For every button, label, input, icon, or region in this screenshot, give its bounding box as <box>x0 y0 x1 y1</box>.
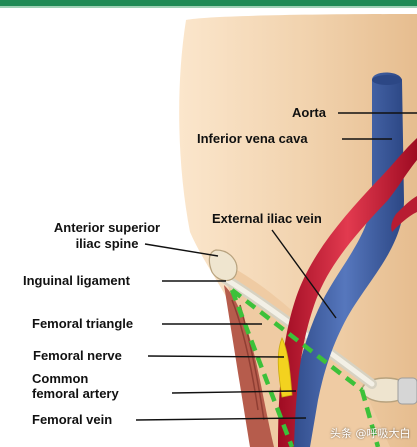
label-femoral-nerve: Femoral nerve <box>33 348 122 363</box>
top-bar-shadow <box>0 6 417 8</box>
label-asis-line2: iliac spine <box>75 236 139 251</box>
label-cfa-line1: Common <box>32 371 89 386</box>
femoral-nerve-shape <box>277 337 293 398</box>
vein-shape <box>286 72 404 447</box>
leader-external-iliac-vein <box>271 229 337 319</box>
leader-common-femoral-artery <box>171 390 297 394</box>
leader-femoral-vein <box>135 417 307 421</box>
label-aorta: Aorta <box>292 105 326 120</box>
internal-iliac-branch <box>391 196 417 232</box>
watermark: 头条 @呼吸大白 <box>330 427 411 440</box>
label-inguinal-ligament: Inguinal ligament <box>23 273 130 288</box>
femoral-triangle-outline <box>229 288 381 447</box>
pubic-symphysis <box>397 377 417 405</box>
leader-femoral-nerve <box>147 355 285 358</box>
label-cfa-line2: femoral artery <box>32 386 119 401</box>
top-bar <box>0 0 417 6</box>
vena-cava-top <box>372 75 402 85</box>
label-external-iliac-vein: External iliac vein <box>212 211 322 226</box>
label-inferior-vena-cava: Inferior vena cava <box>197 131 308 146</box>
artery-shape <box>278 138 417 447</box>
label-femoral-vein: Femoral vein <box>32 412 113 427</box>
label-asis-line1: Anterior superior <box>53 220 161 235</box>
muscle-striation-1 <box>231 299 259 411</box>
label-femoral-triangle: Femoral triangle <box>32 316 134 331</box>
leader-asis <box>144 243 219 257</box>
leader-lines <box>135 112 417 421</box>
